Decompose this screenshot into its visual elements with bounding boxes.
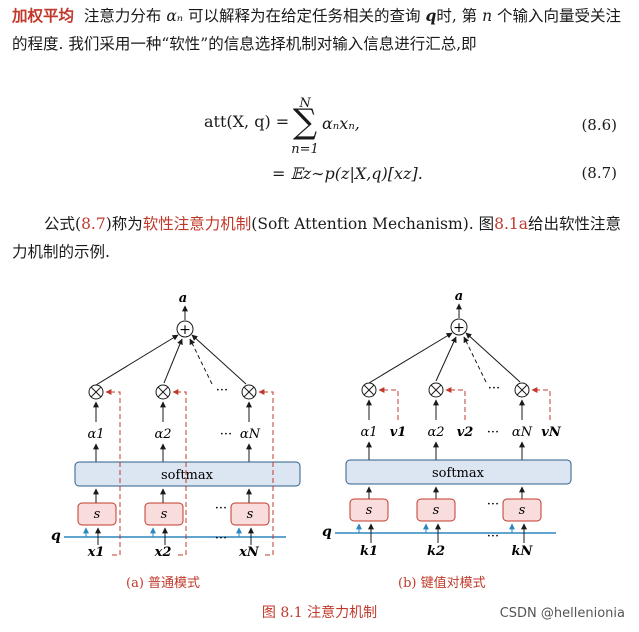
text: 可以解释为在给定任务相关的查询 [188,7,421,25]
value-label: v1 [390,425,407,440]
query-label: q [51,528,61,544]
text: 个输入向量受关注的程度. 我们采用一种“软性”的信息选择机制对输入信息进行汇总,… [12,7,622,53]
definition-paragraph: 公式(8.7)称为软性注意力机制(Soft Attention Mechanis… [12,210,624,266]
arrow-dashed [189,338,213,385]
ellipsis: ··· [487,529,499,544]
score-box [77,502,117,526]
caption-normal-mode: (a) 普通模式 [126,576,201,591]
text: 注意力分布 [83,7,162,25]
value-path-dashed [531,387,551,420]
key-label: kN [512,544,534,559]
key-label: k1 [360,544,378,559]
ellipsis: ··· [215,501,227,516]
ellipsis: ··· [216,383,228,398]
ellipsis: ··· [487,425,499,440]
product-node [514,382,530,398]
value-label: v2 [457,425,474,440]
intro-paragraph: 加权平均 注意力分布 αₙ 可以解释为在给定任务相关的查询 q时, 第 n 个输… [12,2,624,58]
alpha-label: α2 [154,427,171,442]
softmax-box [345,459,572,485]
arrow [95,334,179,386]
input-label: x1 [87,545,105,560]
score-label: s [94,507,101,522]
product-node [361,382,377,398]
score-box [416,498,456,522]
sum-node [450,318,468,336]
softmax-label: softmax [161,468,214,483]
score-label: s [161,507,168,522]
alpha-label: α1 [360,425,377,440]
score-label: s [519,503,526,518]
sum-node [176,320,194,338]
panel-normal-mode: a + ··· α1 α2 ··· αN [51,291,301,560]
score-box [502,498,542,522]
softmax-box [74,461,301,487]
query-label: q [322,524,332,540]
sum-lower: n=1 [291,142,319,157]
ellipsis: ··· [215,531,227,546]
arrow [191,334,247,385]
product-node [88,384,104,400]
alpha-label: αN [240,427,261,442]
text: 给出软性注意力机制的示例. [12,215,622,261]
ellipsis: ··· [488,381,500,396]
product-node [241,384,257,400]
plus-icon: + [453,320,465,336]
value-path-dashed [378,387,399,420]
watermark: CSDN @hellenionia [499,606,625,621]
product-node [155,384,171,400]
score-label: s [366,503,373,518]
alpha-label: α1 [87,427,104,442]
input-label: x2 [154,545,172,560]
ellipsis: ··· [220,427,232,442]
value-path-dashed [445,387,466,420]
text: (Soft Attention Mechanism). 图 [251,215,495,233]
panel-key-value-mode: a + ··· α1 v1 α2 v2 ··· αN [322,289,572,559]
sum-sign: ∑ [292,102,318,142]
equation-8-6: att(X, q) = [204,112,289,131]
eq1-lhs: att(X, q) = [204,112,290,131]
value-path-dashed [258,389,274,556]
eq1-rhs: αₙxₙ, [322,114,360,133]
product-node [428,382,444,398]
score-box [349,498,389,522]
text: 公式( [44,215,82,233]
eq-number-8-6: (8.6) [581,116,617,134]
term-weighted-average: 加权平均 [12,6,75,25]
score-label: s [433,503,440,518]
math-q: q [425,6,437,25]
score-label: s [247,507,254,522]
arrow [163,338,183,384]
figure-title: 图 8.1 注意力机制 [261,605,378,621]
eq2-rhs: = 𝔼z∼p(z|X,q)[xz]. [272,164,423,183]
softmax-label: softmax [432,466,485,481]
math-n: n [482,7,493,25]
score-box [144,502,184,526]
math-alpha-n: αₙ [166,7,184,25]
text: )称为 [105,215,143,233]
term-soft-attention[interactable]: 软性注意力机制 [142,215,252,233]
score-box [230,502,270,526]
value-path-dashed [105,389,121,556]
output-a: a [455,289,463,304]
value-label: vN [541,425,562,440]
eq-number-8-7: (8.7) [581,164,617,182]
ellipsis: ··· [487,497,499,512]
sum-upper: N [299,96,311,111]
caption-key-value-mode: (b) 键值对模式 [398,576,486,591]
equation-ref-link[interactable]: 8.7 [81,215,106,233]
value-path-dashed [172,389,187,556]
key-label: k2 [427,544,445,559]
output-a: a [179,291,187,306]
alpha-label: α2 [427,425,444,440]
text: 时, 第 [436,7,478,25]
alpha-label: αN [512,425,533,440]
input-label: xN [238,545,260,560]
plus-icon: + [179,322,191,338]
figure-ref-link[interactable]: 8.1a [494,215,528,233]
